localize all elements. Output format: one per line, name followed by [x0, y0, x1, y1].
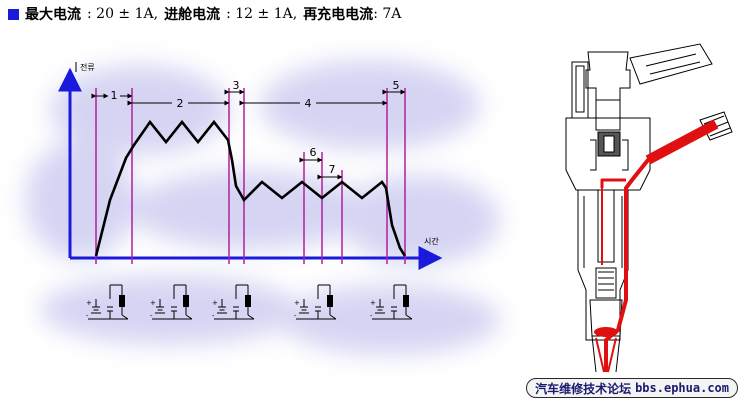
interval-label-6: 6	[310, 146, 317, 159]
watermark-url: bbs.ephua.com	[635, 381, 729, 395]
injector-cross-section	[565, 43, 733, 373]
recharge-current-value: : 7A	[373, 6, 402, 22]
hold-current-label: 进舱电流	[164, 7, 221, 23]
interval-label-4: 4	[305, 97, 312, 110]
interval-label-3: 3	[233, 79, 240, 92]
peak-current-label: 最大电流	[25, 7, 81, 23]
y-axis-label: 전류	[80, 62, 95, 72]
interval-label-2: 2	[177, 97, 184, 110]
background-blobs	[25, 60, 500, 355]
x-axis-label: 시간	[424, 236, 439, 246]
bullet-square-icon	[8, 8, 19, 20]
interval-label-5: 5	[393, 79, 400, 92]
recharge-current-label: 再充电电流	[303, 7, 374, 23]
current-waveform	[94, 119, 407, 257]
interval-label-7: 7	[329, 163, 336, 176]
title-bar: 最大电流 : 20 ± 1A, 进舱电流 : 12 ± 1A, 再充电电流 : …	[8, 4, 401, 24]
forum-watermark: 汽车维修技术论坛 bbs.ephua.com	[526, 378, 738, 398]
hold-current-value: : 12 ± 1A,	[226, 6, 298, 22]
interval-arrows	[91, 89, 406, 180]
fuel-path	[594, 119, 719, 373]
phase-markers	[95, 88, 406, 264]
peak-current-value: : 20 ± 1A,	[87, 6, 159, 22]
interval-label-1: 1	[111, 89, 118, 102]
watermark-name: 汽车维修技术论坛	[535, 381, 632, 396]
